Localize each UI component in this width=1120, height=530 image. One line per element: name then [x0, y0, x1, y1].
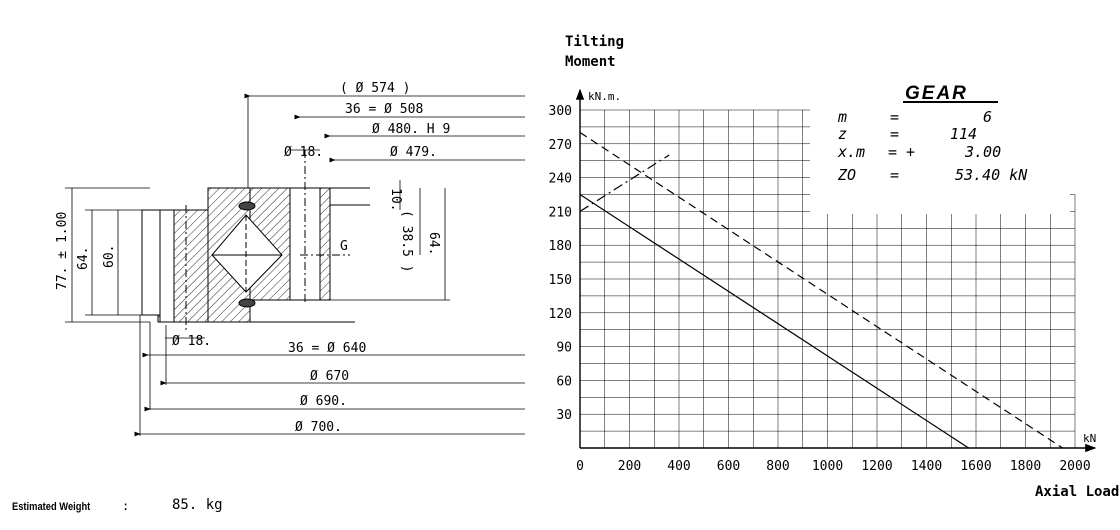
dim-574: ( Ø 574 ): [340, 81, 410, 96]
gear-param-value: 53.40 kN: [955, 166, 1028, 184]
y-axis-title-2: Moment: [565, 54, 616, 70]
gear-param-eq: =: [890, 166, 899, 184]
x-tick-label: 800: [766, 459, 789, 474]
dim-700: Ø 700.: [295, 420, 342, 435]
y-tick-label: 90: [556, 341, 572, 356]
y-tick-label: 270: [549, 138, 572, 153]
y-axis-title: Tilting: [565, 34, 624, 50]
dim-64-right: 64.: [426, 232, 441, 255]
y-tick-label: 300: [549, 104, 572, 119]
dim-18-top: Ø 18.: [284, 145, 323, 160]
gear-title: GEAR: [905, 83, 968, 104]
dim-690: Ø 690.: [300, 394, 347, 409]
y-tick-label: 150: [549, 273, 572, 288]
gear-param-key: z: [838, 125, 847, 143]
chart-grid: [575, 88, 1097, 453]
gear-param-eq: = +: [888, 143, 915, 161]
x-tick-label: 1600: [960, 459, 991, 474]
x-tick-label: 0: [576, 459, 584, 474]
dim-64-left: 64.: [76, 247, 91, 270]
series-line-dashed: [579, 132, 1063, 449]
gear-param-value: 6: [983, 108, 992, 126]
x-tick-label: 600: [717, 459, 740, 474]
dim-508: 36 = Ø 508: [345, 102, 423, 117]
dim-479: Ø 479.: [390, 145, 437, 160]
x-tick-label: 1200: [861, 459, 892, 474]
dim-10: 10.: [388, 188, 403, 211]
dim-670: Ø 670: [310, 369, 349, 384]
x-unit-label: kN: [1083, 432, 1096, 445]
gear-param-eq: =: [890, 125, 899, 143]
dim-38-5: ( 38.5 ): [399, 210, 414, 273]
y-tick-label: 30: [556, 408, 572, 423]
dim-60: 60.: [102, 245, 117, 268]
dim-640: 36 = Ø 640: [288, 341, 366, 356]
y-tick-labels: 30 60 90 120 150 180 210 240 270 300: [549, 104, 572, 423]
dimension-lines: [65, 93, 525, 437]
y-tick-label: 240: [549, 172, 572, 187]
gear-param-key: x.m: [837, 143, 865, 161]
gear-param-value: 114: [950, 125, 977, 143]
gear-params: m = 6 z = 114 x.m = + 3.00 ZO = 53.40 kN: [837, 108, 1028, 184]
x-tick-label: 200: [618, 459, 641, 474]
y-tick-label: 180: [549, 239, 572, 254]
x-tick-label: 1000: [812, 459, 843, 474]
series-line-dashdot: [579, 154, 670, 212]
y-tick-label: 210: [549, 205, 572, 220]
dim-18-bottom: Ø 18.: [172, 334, 211, 349]
dim-480: Ø 480. H 9: [372, 122, 450, 137]
estimated-weight-label: Estimated Weight: [12, 501, 91, 513]
gear-param-key: m: [837, 108, 847, 126]
axis-g-label: G: [340, 239, 348, 254]
x-tick-label: 1400: [911, 459, 942, 474]
y-tick-label: 60: [556, 374, 572, 389]
x-tick-label: 1800: [1010, 459, 1041, 474]
bearing-cross-section: [141, 150, 370, 330]
x-tick-label: 400: [667, 459, 690, 474]
x-tick-label: 2000: [1059, 459, 1090, 474]
estimated-weight-separator: :: [122, 499, 130, 513]
x-tick-labels: 0 200 400 600 800 1000 1200 1400 1600 1800 2000: [576, 459, 1091, 474]
x-axis-title: Axial Load: [1035, 484, 1119, 500]
gear-param-key: ZO: [837, 166, 856, 184]
chart-series: [579, 132, 1063, 449]
gear-param-value: 3.00: [964, 143, 1001, 161]
estimated-weight: Estimated Weight : 85. kg: [12, 497, 223, 513]
gear-param-eq: =: [890, 108, 899, 126]
y-unit-label: kN.m.: [588, 90, 621, 103]
series-line-solid: [579, 193, 969, 449]
load-chart: Tilting Moment kN.m. kN Axial Load 30609…: [549, 34, 1120, 500]
y-tick-label: 120: [549, 307, 572, 322]
dim-77: 77. ± 1.00: [55, 212, 70, 290]
estimated-weight-value: 85. kg: [172, 497, 223, 513]
